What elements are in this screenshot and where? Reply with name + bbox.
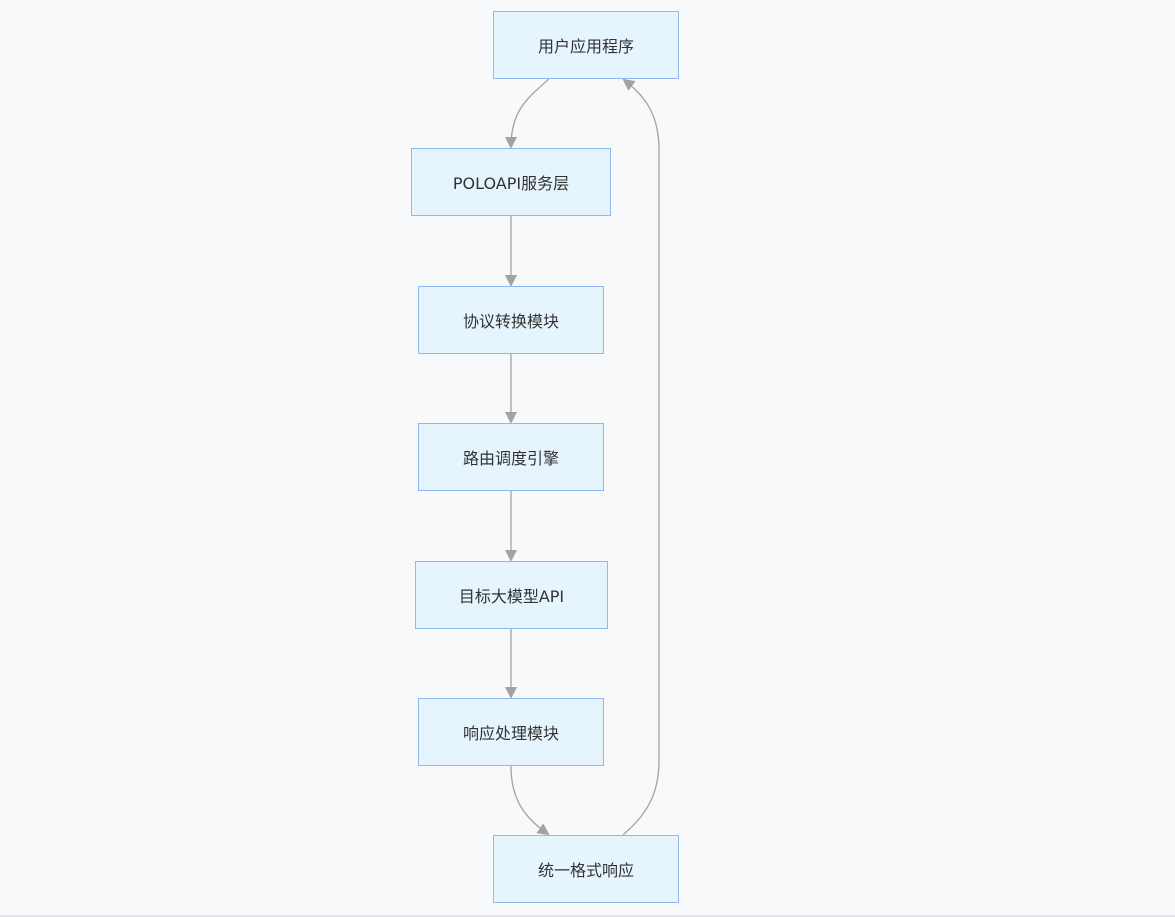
node-unified-format-response: 统一格式响应 bbox=[493, 835, 679, 903]
node-routing-dispatch-engine: 路由调度引擎 bbox=[418, 423, 604, 491]
edge-n7-n1 bbox=[622, 78, 660, 836]
node-response-processing-module: 响应处理模块 bbox=[418, 698, 604, 766]
node-target-llm-api: 目标大模型API bbox=[415, 561, 608, 629]
edge-n6-n7 bbox=[510, 765, 550, 836]
node-user-application: 用户应用程序 bbox=[493, 11, 679, 79]
node-protocol-conversion-module: 协议转换模块 bbox=[418, 286, 604, 354]
edge-n1-n2 bbox=[505, 78, 550, 149]
node-poloapi-service-layer: POLOAPI服务层 bbox=[411, 148, 611, 216]
